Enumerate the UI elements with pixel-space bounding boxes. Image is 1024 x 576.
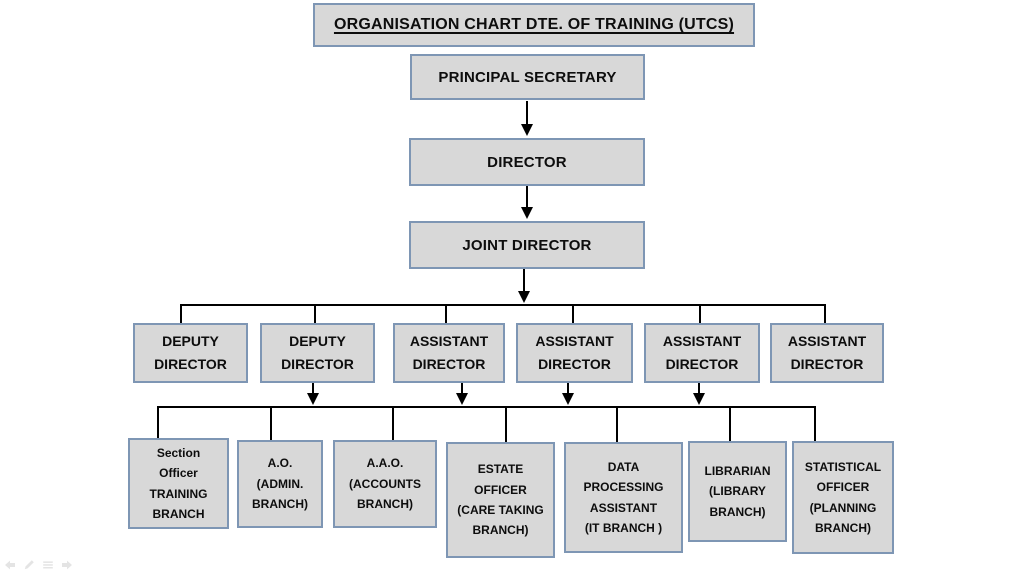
node-joint-director: JOINT DIRECTOR	[409, 221, 645, 269]
node-ao-admin-branch: A.O. (ADMIN. BRANCH)	[237, 440, 323, 528]
previous-slide-button[interactable]	[3, 558, 17, 572]
chart-title: ORGANISATION CHART DTE. OF TRAINING (UTC…	[333, 16, 735, 33]
node-estate-officer-care-taking-branch: ESTATE OFFICER (CARE TAKING BRANCH)	[446, 442, 555, 558]
slide-menu-button[interactable]	[41, 558, 55, 572]
left-arrow-icon	[5, 560, 15, 570]
right-arrow-icon	[62, 560, 72, 570]
slideshow-controls	[3, 558, 74, 572]
node-aao-accounts-branch: A.A.O. (ACCOUNTS BRANCH)	[333, 440, 437, 528]
next-slide-button[interactable]	[60, 558, 74, 572]
node-assistant-director-4: ASSISTANT DIRECTOR	[770, 323, 884, 383]
pen-tool-button[interactable]	[22, 558, 36, 572]
node-deputy-director-1: DEPUTY DIRECTOR	[133, 323, 248, 383]
node-librarian-library-branch: LIBRARIAN (LIBRARY BRANCH)	[688, 441, 787, 542]
node-statistical-officer-planning-branch: STATISTICAL OFFICER (PLANNING BRANCH)	[792, 441, 894, 554]
node-principal-secretary: PRINCIPAL SECRETARY	[410, 54, 645, 100]
node-director: DIRECTOR	[409, 138, 645, 186]
node-assistant-director-2: ASSISTANT DIRECTOR	[516, 323, 633, 383]
node-data-processing-assistant-it-branch: DATA PROCESSING ASSISTANT (IT BRANCH )	[564, 442, 683, 553]
pen-icon	[24, 560, 34, 570]
node-section-officer-training-branch: Section Officer TRAINING BRANCH	[128, 438, 229, 529]
chart-title-box: ORGANISATION CHART DTE. OF TRAINING (UTC…	[313, 3, 755, 47]
node-deputy-director-2: DEPUTY DIRECTOR	[260, 323, 375, 383]
menu-icon	[43, 561, 53, 569]
node-assistant-director-3: ASSISTANT DIRECTOR	[644, 323, 760, 383]
node-assistant-director-1: ASSISTANT DIRECTOR	[393, 323, 505, 383]
